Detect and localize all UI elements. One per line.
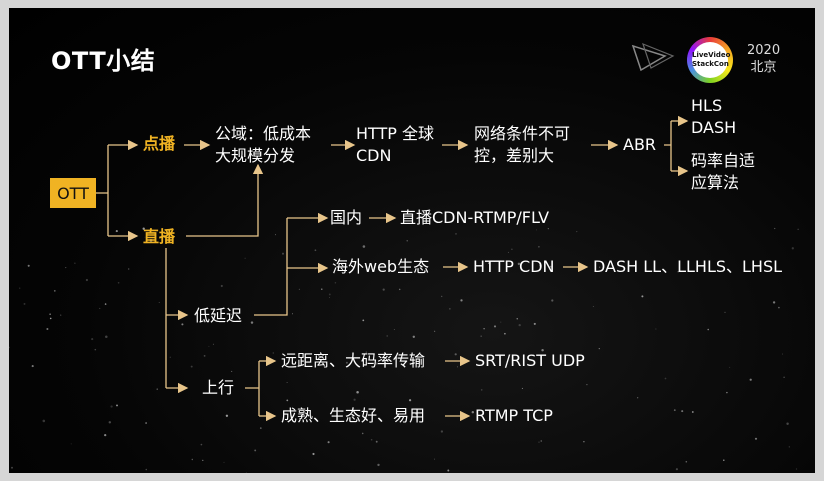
play-logo-icon [631,42,675,72]
node-domestic: 国内 [330,208,363,227]
node-network: 网络条件不可 控，差别大 [474,123,570,167]
node-overseas: 海外web生态 [332,257,430,276]
year-label: 2020 [747,43,781,58]
node-dash-ll: DASH LL、LLHLS、LHSL [593,257,783,276]
node-ott: OTT [50,178,96,208]
low-latency-branch-line [254,218,288,316]
uplink-branch-line [245,361,260,416]
dash-label: DASH [691,118,737,137]
background-dots [9,227,799,473]
node-srt: SRT/RIST UDP [475,351,585,370]
network-line1: 网络条件不可 [474,124,571,143]
node-rate-adaptation: 码率自适 应算法 [691,150,755,194]
abr-branch-line [664,121,672,171]
node-mature: 成熟、生态好、易用 [281,406,426,425]
node-live: 直播 [143,227,176,246]
hls-label: HLS [691,96,723,115]
node-http-global-cdn: HTTP 全球 CDN [356,123,434,167]
node-rtmp: RTMP TCP [475,406,553,425]
slide: OTT小结 LiveVideo StackCon 2020 北京 [9,8,815,473]
public-line1: 公域：低成本 [215,124,312,143]
node-http-cdn: HTTP CDN [473,257,555,276]
city-label: 北京 [750,60,777,75]
node-abr: ABR [623,135,657,154]
event-date: 2020 北京 [747,42,780,76]
node-low-latency: 低延迟 [194,306,243,325]
rate-adapt-line1: 码率自适 [691,151,756,170]
node-live-cdn: 直播CDN-RTMP/FLV [400,208,550,227]
http-cdn-line2: CDN [356,146,392,165]
network-line2: 控，差别大 [474,146,555,165]
node-hls-dash: HLS DASH [691,95,736,139]
connector-lines [96,115,689,422]
node-uplink: 上行 [202,378,235,397]
node-vod: 点播 [143,134,176,153]
node-long-distance: 远距离、大码率传输 [281,351,426,370]
slide-title: OTT小结 [51,47,156,75]
node-public-domain: 公域：低成本 大规模分发 [215,123,311,167]
public-line2: 大规模分发 [215,146,296,165]
badge-line1: LiveVideo [692,51,731,59]
rate-adapt-line2: 应算法 [691,173,740,192]
ott-branch-line [96,145,109,236]
badge-line2: StackCon [692,60,729,68]
http-cdn-line1: HTTP 全球 [356,124,435,143]
livevideo-stackcon-badge: LiveVideo StackCon [687,37,733,83]
live-to-public-arrow [186,163,264,237]
